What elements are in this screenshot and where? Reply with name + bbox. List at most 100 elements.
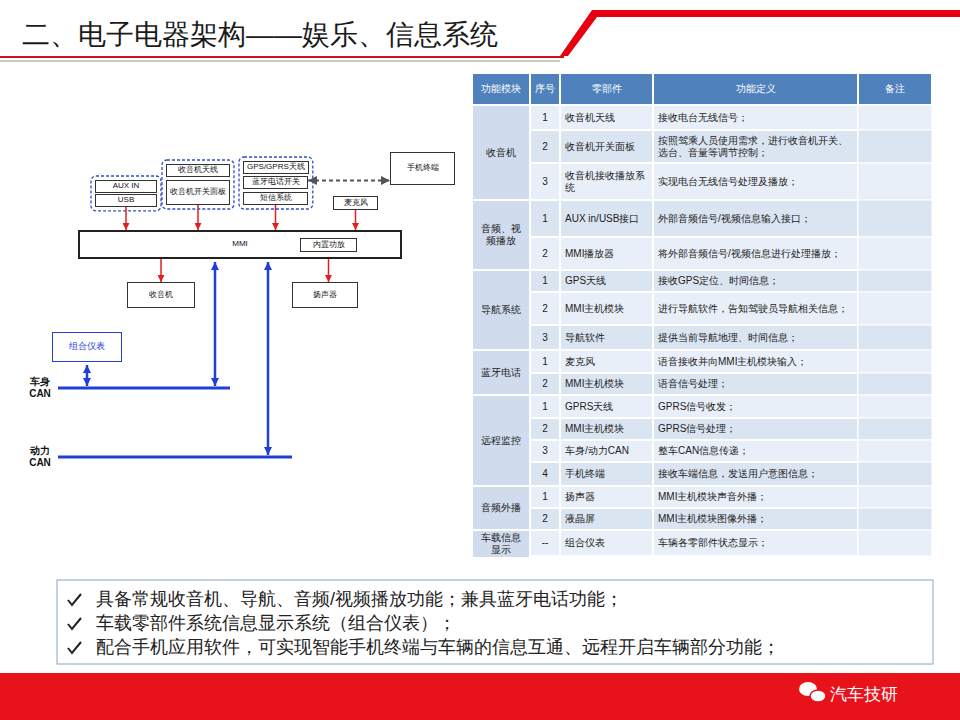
watermark: 汽车技研 [830,683,940,707]
component-box: 短信系统 [243,192,308,205]
table-function-cell: MMI主机模块图像外播； [653,508,858,530]
table-part-cell: 手机终端 [560,462,653,486]
table-function-cell: 按照驾乘人员使用需求，进行收音机开关、选台、音量等调节控制； [653,130,858,163]
node-label: 收音机开关面板 [170,188,226,197]
table-module-cell: 远程监控 [472,395,530,486]
table-index-cell: 1 [530,105,560,130]
table-remark-cell [858,373,932,395]
table-part-cell: 导航软件 [560,325,653,350]
slide-title: 二、电子电器架构——娱乐、信息系统 [22,14,498,56]
bus-label: 动力 CAN [24,443,56,471]
table-function-cell: GPRS信号处理； [653,418,858,440]
table-part-cell: 组合仪表 [560,530,653,556]
table-function-cell: MMI主机模块声音外播； [653,486,858,508]
signal-arrow [275,205,277,230]
table-part-cell: 收音机天线 [560,105,653,130]
mmi-unit: MMI 内置功放 [78,230,402,259]
node-label: 收音机天线 [178,166,218,175]
node-label: USB [118,196,134,205]
table-module-cell: 音频外播 [472,486,530,530]
port-box: USB [95,194,157,207]
table-index-cell: 2 [530,130,560,163]
table-function-cell: 接收电台无线信号； [653,105,858,130]
table-index-cell: 1 [530,486,560,508]
node-label: MMI [232,240,248,249]
table-function-cell: 车辆各零部件状态显示； [653,530,858,556]
table-remark-cell [858,486,932,508]
node-label: 内置功放 [313,241,345,250]
bus-link-arrow [86,365,89,386]
table-module-cell: 蓝牙电话 [472,350,530,395]
table-index-cell: 1 [530,270,560,292]
check-mark [68,642,81,653]
signal-arrow [125,207,127,230]
table-index-cell: 2 [530,418,560,440]
table-module-cell: 收音机 [472,105,530,200]
table-part-cell: 车身/动力CAN [560,440,653,462]
table-function-cell: 接收车端信息，发送用户意图信息； [653,462,858,486]
component-group-outline [91,176,161,211]
node-label: 短信系统 [260,194,292,203]
component-group-outline [162,160,234,209]
component-box: 收音机 [127,282,195,308]
table-part-cell: MMI主机模块 [560,292,653,325]
table-function-cell: 实现电台无线信号处理及播放； [653,163,858,200]
table-part-cell: AUX in/USB接口 [560,200,653,237]
table-function-cell: 进行导航软件，告知驾驶员导航相关信息； [653,292,858,325]
table-part-cell: 液晶屏 [560,508,653,530]
node-label: AUX IN [113,182,140,191]
bullet-text: 配合手机应用软件，可实现智能手机终端与车辆的信息互通、远程开启车辆部分功能； [96,637,926,659]
table-remark-cell [858,292,932,325]
node-label: GPS/GPRS天线 [247,163,305,172]
table-module-cell: 导航系统 [472,270,530,350]
title-shadow-line [0,60,560,62]
table-remark-cell [858,440,932,462]
table-remark-cell [858,462,932,486]
check-mark [68,618,81,629]
component-box: 蓝牙电话开关 [243,176,308,189]
table-index-cell: 3 [530,440,560,462]
signal-arrow [197,205,199,230]
table-part-cell: 麦克风 [560,350,653,373]
bullet-box [57,580,933,664]
table-index-cell: 2 [530,508,560,530]
table-index-cell: 2 [530,237,560,270]
bullet-text: 具备常规收音机、导航、音频/视频播放功能；兼具蓝牙电话功能； [96,589,926,611]
table-header: 序号 [530,73,560,105]
signal-arrow [355,210,357,230]
table-part-cell: MMI主机模块 [560,373,653,395]
table-part-cell: 扬声器 [560,486,653,508]
bus-link-arrow [214,262,217,386]
node-label: 收音机 [149,291,173,300]
table-part-cell: MMI主机模块 [560,418,653,440]
table-index-cell: 1 [530,350,560,373]
bus-link-arrow [267,262,270,455]
table-header: 功能定义 [653,73,858,105]
table-header: 功能模块 [472,73,530,105]
table-module-cell: 音频、视频播放 [472,200,530,270]
component-box: 收音机天线 [166,164,230,177]
table-index-cell: 4 [530,462,560,486]
node-label: 手机终端 [407,164,439,173]
component-box: 扬声器 [292,282,358,308]
table-function-cell: 将外部音频信号/视频信息进行处理播放； [653,237,858,270]
table-index-cell: 3 [530,325,560,350]
cluster-box: 组合仪表 [52,332,122,362]
table-remark-cell [858,270,932,292]
title-underline [0,56,564,58]
port-box: AUX IN [95,180,157,193]
table-index-cell: 3 [530,163,560,200]
table-remark-cell [858,237,932,270]
amplifier-box: 内置功放 [300,238,357,252]
component-box: 收音机开关面板 [166,180,230,205]
table-remark-cell [858,508,932,530]
table-part-cell: GPS天线 [560,270,653,292]
table-part-cell: 收音机开关面板 [560,130,653,163]
table-index-cell: 2 [530,373,560,395]
bus-label: 车身 CAN [24,374,56,402]
footer-bar [0,673,960,720]
body-can-bus [58,387,230,390]
table-part-cell: GPRS天线 [560,395,653,418]
node-label: 蓝牙电话开关 [252,178,300,187]
table-function-cell: 外部音频信号/视频信息输入接口； [653,200,858,237]
